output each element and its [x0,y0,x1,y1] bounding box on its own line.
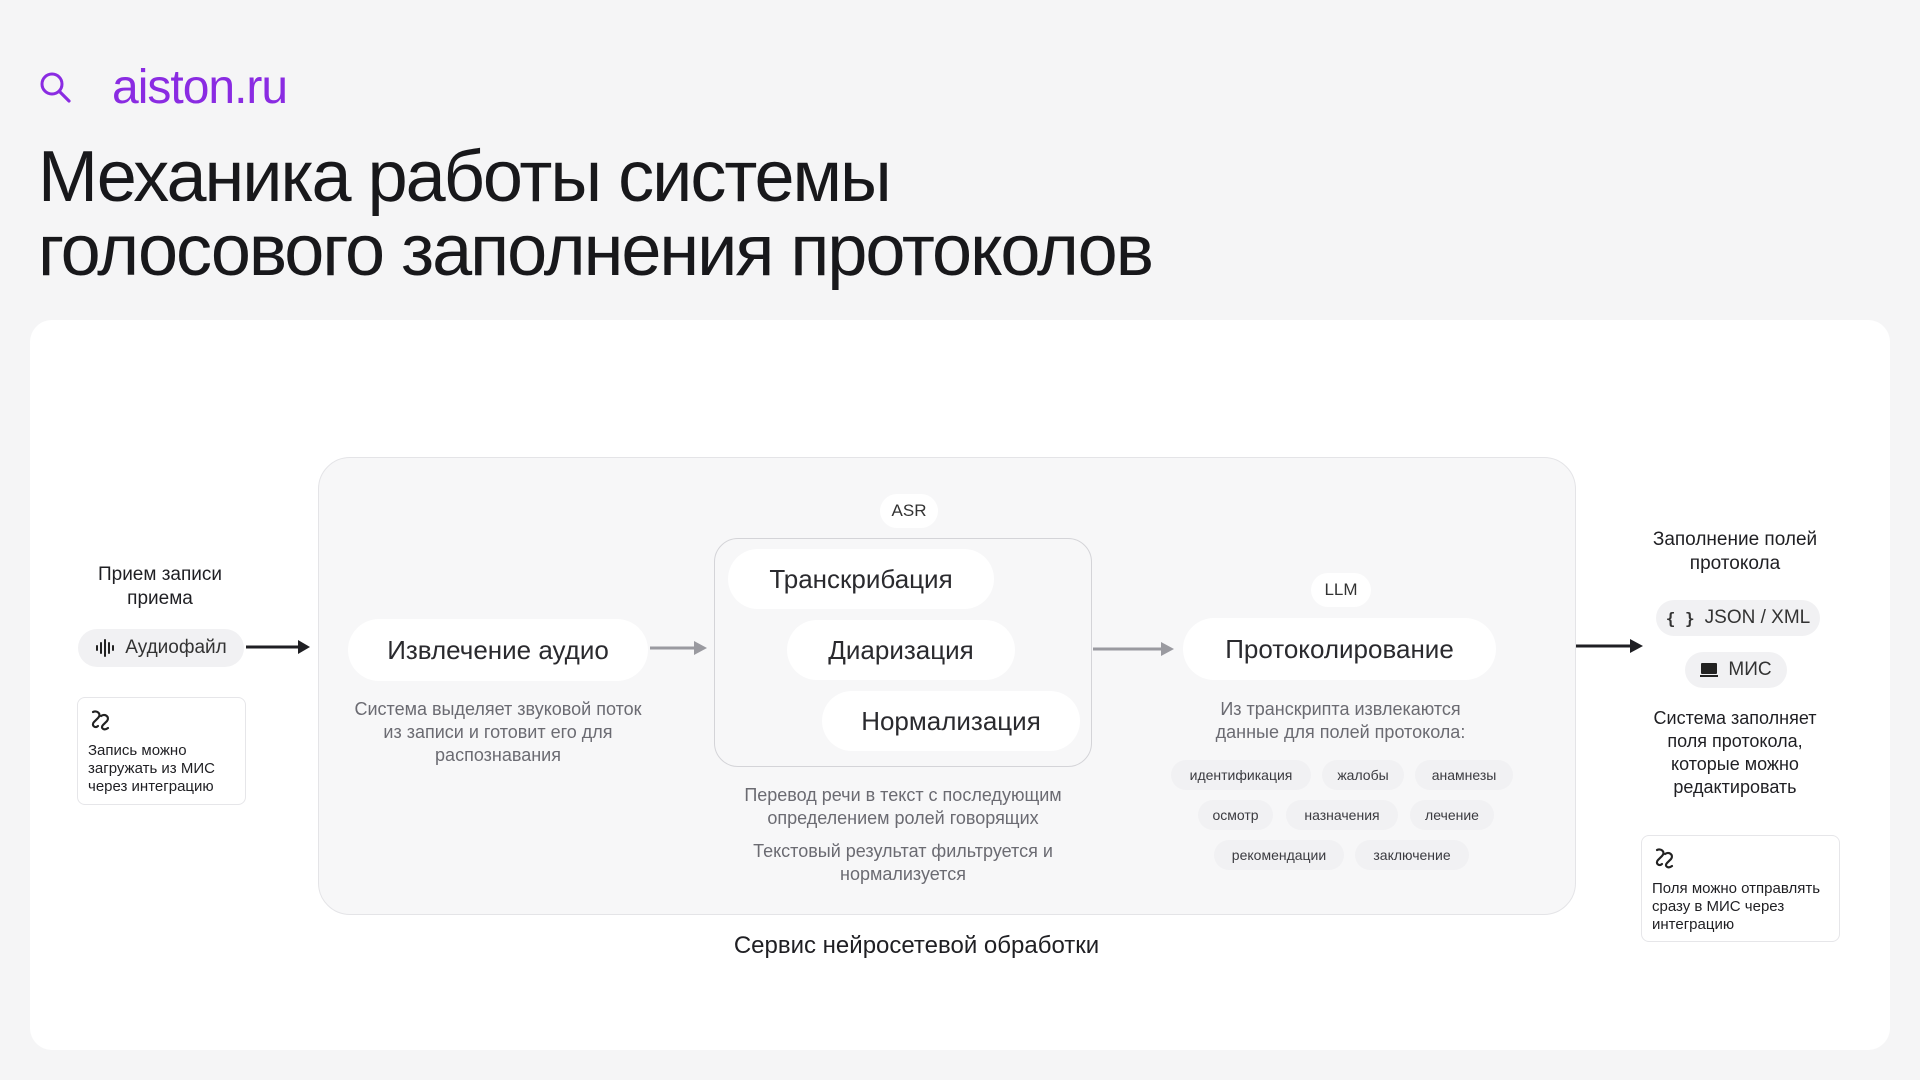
extract-audio-desc: Система выделяет звуковой поток из запис… [354,699,642,765]
chip-identification: идентификация [1171,760,1311,790]
chip-complaints: жалобы [1322,760,1404,790]
chip-recommendations: рекомендации [1214,840,1344,870]
protocol-step: Протоколирование [1183,618,1496,680]
output-label: Заполнение полей протокола [1652,529,1818,574]
braces-icon: { } [1665,608,1695,628]
asr-step-transcription: Транскрибация [728,549,994,609]
mis-label: МИС [1728,659,1772,680]
mis-badge: МИС [1685,652,1787,688]
asr-badge: ASR [880,494,938,528]
arrow-service-to-output [1576,639,1643,653]
page-title-line1: Механика работы системы [38,137,892,217]
asr-step-normalization: Нормализация [822,691,1080,751]
asr-desc-1: Перевод речи в текст с последующим опред… [744,785,1062,828]
input-integration-note: Запись можно загружать из МИС через инте… [77,697,246,805]
brand-logo[interactable]: aiston.ru [112,61,288,114]
input-note-text: Запись можно загружать из МИС через инте… [88,742,215,795]
page-title: Механика работы системы голосового запол… [38,140,1438,288]
header: aiston.ru [38,60,288,115]
output-note-text: Поля можно отправлять сразу в МИС через … [1652,880,1821,933]
arrow-extract-to-asr [650,641,707,655]
monitor-icon [1700,662,1719,678]
service-label: Сервис нейросетевой обработки [733,932,1100,959]
json-xml-label: JSON / XML [1704,607,1811,628]
link-icon [91,710,110,731]
output-desc: Система заполняет поля протокола, которы… [1653,708,1817,797]
input-label: Прием записи приема [97,564,223,609]
chip-anamnesis: анамнезы [1415,760,1513,790]
chip-examination: осмотр [1198,800,1273,830]
audio-file-badge: Аудиофайл [78,629,244,667]
chip-conclusion: заключение [1355,840,1469,870]
asr-desc-2: Текстовый результат фильтруется и нормал… [753,841,1053,884]
asr-step-diarization: Диаризация [787,620,1015,680]
chip-treatment: лечение [1410,800,1494,830]
llm-badge: LLM [1311,573,1371,607]
extract-audio-step: Извлечение аудио [348,619,648,681]
arrow-asr-to-llm [1093,642,1174,656]
arrow-input-to-service [246,640,310,654]
audio-wave-icon [95,638,115,658]
search-icon[interactable] [38,70,74,106]
link-icon [1655,848,1674,869]
output-integration-note: Поля можно отправлять сразу в МИС через … [1641,835,1840,942]
json-xml-badge: { } JSON / XML [1656,600,1820,636]
llm-desc: Из транскрипта извлекаются данные для по… [1215,699,1466,742]
audio-file-label: Аудиофайл [125,637,227,658]
page-title-line2: голосового заполнения протоколов [38,211,1154,291]
chip-prescriptions: назначения [1286,800,1398,830]
